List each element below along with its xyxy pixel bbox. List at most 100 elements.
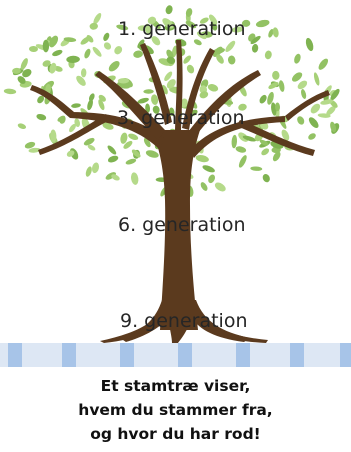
leaf bbox=[84, 48, 91, 59]
leaf bbox=[259, 139, 269, 146]
leaf bbox=[216, 54, 224, 64]
leaf bbox=[125, 158, 137, 165]
generation-9-label: 9. generation bbox=[120, 310, 248, 332]
leaf bbox=[225, 40, 236, 52]
leaf bbox=[120, 132, 128, 144]
leaf bbox=[250, 35, 261, 45]
leaf bbox=[22, 68, 32, 78]
leaf bbox=[180, 98, 188, 108]
leaf bbox=[186, 64, 195, 74]
leaf bbox=[123, 140, 133, 149]
leaf bbox=[91, 162, 100, 174]
leaf bbox=[264, 50, 272, 60]
leaf bbox=[63, 37, 77, 42]
leaf bbox=[202, 165, 215, 173]
leaf bbox=[238, 103, 247, 111]
leaf bbox=[255, 19, 270, 28]
leaf bbox=[259, 94, 267, 104]
leaf bbox=[313, 72, 320, 86]
leaf bbox=[214, 182, 226, 192]
leaf bbox=[241, 19, 251, 27]
leaf bbox=[272, 27, 279, 38]
leaf bbox=[310, 103, 321, 114]
leaf bbox=[238, 155, 247, 168]
tree-graphic bbox=[3, 5, 340, 343]
leaf bbox=[207, 84, 219, 92]
leaf bbox=[103, 32, 110, 42]
leaf bbox=[261, 148, 270, 156]
leaf bbox=[212, 48, 225, 54]
generation-3-label: 3. generation bbox=[117, 107, 245, 129]
leaf bbox=[242, 135, 257, 142]
leaf bbox=[137, 97, 149, 104]
leaf bbox=[128, 133, 139, 140]
leaf bbox=[251, 43, 259, 53]
leaf bbox=[133, 50, 143, 58]
leaf bbox=[235, 146, 247, 153]
leaf bbox=[305, 37, 314, 52]
leaf bbox=[71, 103, 81, 108]
leaf bbox=[183, 55, 192, 64]
leaf bbox=[162, 18, 174, 29]
leaf bbox=[105, 172, 116, 180]
leaf bbox=[326, 106, 336, 116]
leaf bbox=[185, 8, 193, 17]
leaf bbox=[108, 61, 120, 72]
leaf bbox=[80, 68, 87, 78]
leaf bbox=[281, 129, 290, 141]
leaf bbox=[330, 121, 337, 133]
leaf bbox=[69, 123, 76, 133]
leaf bbox=[85, 166, 92, 177]
leaf bbox=[250, 166, 263, 171]
leaf bbox=[17, 76, 26, 84]
leaf bbox=[268, 29, 274, 38]
leaf bbox=[151, 94, 159, 105]
generation-1-label: 1. generation bbox=[118, 18, 246, 40]
leaf bbox=[297, 80, 308, 90]
leaf bbox=[195, 154, 209, 163]
leaf bbox=[164, 71, 173, 82]
leaf bbox=[151, 36, 161, 46]
leaf bbox=[49, 62, 57, 74]
leaf bbox=[3, 88, 17, 95]
leaf bbox=[76, 75, 86, 86]
leaf bbox=[17, 123, 27, 129]
leaf bbox=[42, 60, 51, 67]
leaf bbox=[196, 31, 207, 40]
leaf bbox=[318, 58, 329, 70]
caption-line-2: hvem du stammer fra, bbox=[78, 401, 273, 419]
leaf bbox=[292, 72, 303, 82]
leaf bbox=[145, 103, 151, 113]
leaf bbox=[274, 102, 281, 112]
leaf bbox=[200, 182, 208, 191]
leaf bbox=[103, 42, 112, 50]
leaf bbox=[50, 129, 57, 143]
leaf bbox=[231, 26, 245, 33]
leaf bbox=[42, 39, 50, 53]
leaf bbox=[297, 116, 305, 125]
leaf bbox=[262, 173, 270, 183]
leaf bbox=[29, 45, 38, 53]
leaf bbox=[36, 113, 47, 121]
leaf bbox=[166, 56, 176, 64]
leaf bbox=[152, 105, 160, 114]
leaf bbox=[52, 49, 63, 57]
leaf bbox=[308, 133, 316, 140]
leaf bbox=[49, 35, 59, 48]
leaf bbox=[208, 14, 218, 25]
leaf bbox=[320, 99, 334, 105]
leaf bbox=[86, 35, 94, 43]
leaf bbox=[98, 99, 105, 111]
leaf bbox=[231, 134, 238, 149]
leaf bbox=[66, 55, 80, 64]
leaf bbox=[294, 53, 301, 64]
caption-line-1: Et stamtræ viser, bbox=[100, 377, 251, 395]
leaf bbox=[166, 49, 174, 60]
leaf bbox=[107, 145, 117, 155]
leaf bbox=[268, 81, 279, 90]
leaf bbox=[143, 89, 154, 94]
leaf bbox=[278, 80, 285, 92]
leaf bbox=[12, 67, 21, 74]
leaf bbox=[272, 70, 280, 80]
